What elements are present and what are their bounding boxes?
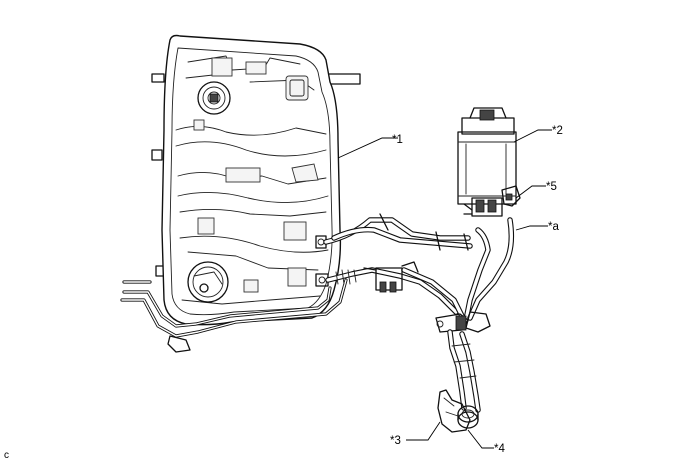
fuel-filler-neck: [437, 389, 471, 433]
callout-1: *1: [392, 134, 403, 146]
fuel-tank: [151, 34, 361, 326]
callout-5: *5: [546, 181, 557, 193]
fuel-lines: [120, 213, 515, 413]
charcoal-canister: [457, 107, 521, 217]
callout-a: *a: [548, 221, 559, 233]
callout-4: *4: [494, 443, 505, 455]
callout-3: *3: [390, 435, 401, 447]
leader-lines: [337, 129, 552, 449]
callout-2: *2: [552, 125, 563, 137]
figure-code: c: [4, 450, 9, 461]
fuel-cap: [457, 405, 479, 429]
